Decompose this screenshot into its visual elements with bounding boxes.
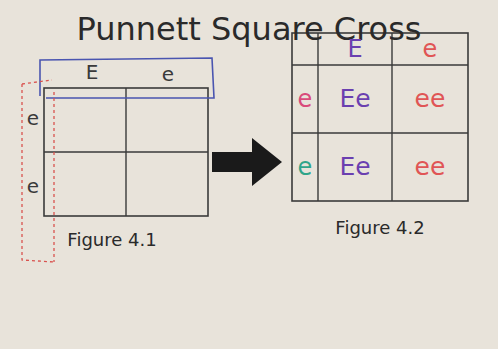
grid-line [292, 132, 468, 133]
highlight-outline [22, 80, 54, 262]
allele-label: e [298, 86, 313, 112]
genotype-text: Ee [339, 85, 370, 113]
allele-label: e [298, 154, 313, 180]
punnett-cell: Ee [319, 66, 391, 132]
figure-caption: Figure 4.2 [335, 218, 424, 238]
allele-label: e [27, 107, 39, 129]
allele-label: E [86, 61, 99, 83]
punnett-cell: ee [393, 66, 467, 132]
grid-line [317, 33, 318, 201]
genotype-text: ee [415, 153, 446, 181]
filled-grid-outline [292, 33, 468, 201]
allele-label: e [27, 175, 39, 197]
grid-line [44, 151, 208, 152]
grid-line [292, 64, 468, 65]
grid-line [391, 33, 392, 201]
big-arrow [212, 138, 282, 186]
empty-grid-outline [44, 88, 208, 216]
allele-label: E [347, 36, 362, 62]
highlight-outline [40, 58, 214, 98]
allele-label: e [423, 36, 438, 62]
allele-label: e [162, 63, 174, 85]
genotype-text: Ee [339, 153, 370, 181]
genotype-text: ee [415, 85, 446, 113]
figure-caption: Figure 4.1 [67, 230, 156, 250]
punnett-cell: ee [393, 134, 467, 200]
diagram-title: Punnett Square Cross [76, 12, 421, 47]
punnett-cell: Ee [319, 134, 391, 200]
